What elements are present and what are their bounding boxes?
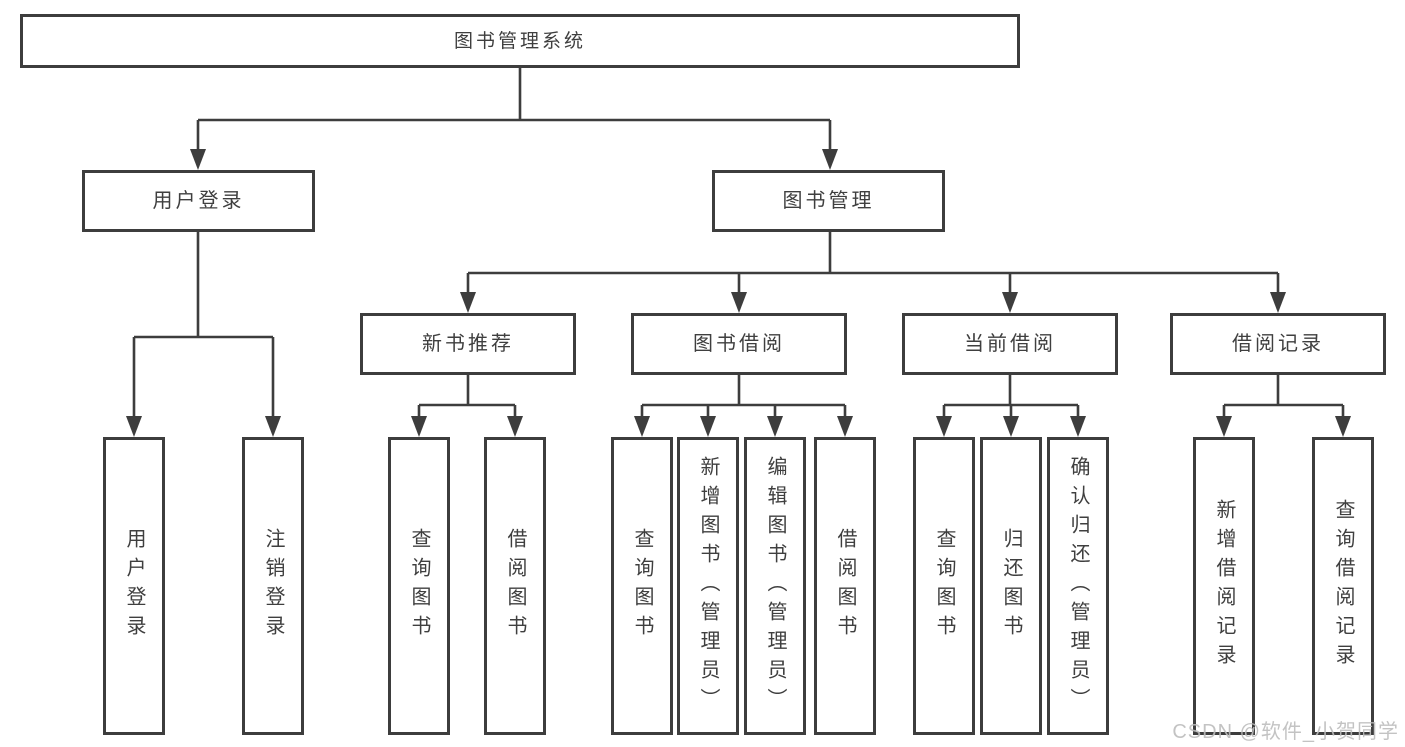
connector-borrow-split <box>640 375 847 418</box>
leaf-query-borrow-record: 查询借阅记录 <box>1312 437 1374 735</box>
leaf-user-login: 用户登录 <box>103 437 165 735</box>
arrowhead <box>1003 416 1019 437</box>
leaf-query-books-borrow: 查询图书 <box>611 437 673 735</box>
node-book-borrow: 图书借阅 <box>631 313 847 375</box>
connector-current-split <box>942 375 1080 418</box>
arrowhead <box>1335 416 1351 437</box>
leaf-query-books-recommend: 查询图书 <box>388 437 450 735</box>
connector-bookmgmt-split <box>466 232 1280 296</box>
arrowhead <box>731 292 747 313</box>
arrowhead <box>1216 416 1232 437</box>
arrowhead <box>507 416 523 437</box>
arrowhead <box>190 149 206 170</box>
node-borrow-records: 借阅记录 <box>1170 313 1386 375</box>
arrowhead <box>822 149 838 170</box>
arrowhead <box>837 416 853 437</box>
connector-root-drop <box>196 68 832 152</box>
leaf-add-books-admin: 新增图书（管理员） <box>677 437 739 735</box>
node-user-login: 用户登录 <box>82 170 315 232</box>
leaf-confirm-return-admin: 确认归还（管理员） <box>1047 437 1109 735</box>
arrowhead <box>126 416 142 437</box>
arrowhead <box>1070 416 1086 437</box>
arrowhead <box>1002 292 1018 313</box>
leaf-add-borrow-record: 新增借阅记录 <box>1193 437 1255 735</box>
arrowhead <box>460 292 476 313</box>
arrowhead <box>1270 292 1286 313</box>
arrowhead <box>634 416 650 437</box>
leaf-query-books-current: 查询图书 <box>913 437 975 735</box>
watermark: CSDN @软件_小贺同学 <box>1172 721 1399 743</box>
arrowhead <box>936 416 952 437</box>
node-current-borrow: 当前借阅 <box>902 313 1118 375</box>
node-root: 图书管理系统 <box>20 14 1020 68</box>
arrowhead <box>411 416 427 437</box>
leaf-return-books: 归还图书 <box>980 437 1042 735</box>
arrowhead <box>767 416 783 437</box>
connector-recommend-split <box>417 375 517 418</box>
connector-records-split <box>1222 375 1345 418</box>
leaf-edit-books-admin: 编辑图书（管理员） <box>744 437 806 735</box>
arrowhead <box>700 416 716 437</box>
leaf-borrow-books-borrow: 借阅图书 <box>814 437 876 735</box>
arrowhead <box>265 416 281 437</box>
leaf-borrow-books-recommend: 借阅图书 <box>484 437 546 735</box>
leaf-logout: 注销登录 <box>242 437 304 735</box>
node-new-book-recommend: 新书推荐 <box>360 313 576 375</box>
node-book-management: 图书管理 <box>712 170 945 232</box>
connector-userlogin-split <box>132 232 275 418</box>
